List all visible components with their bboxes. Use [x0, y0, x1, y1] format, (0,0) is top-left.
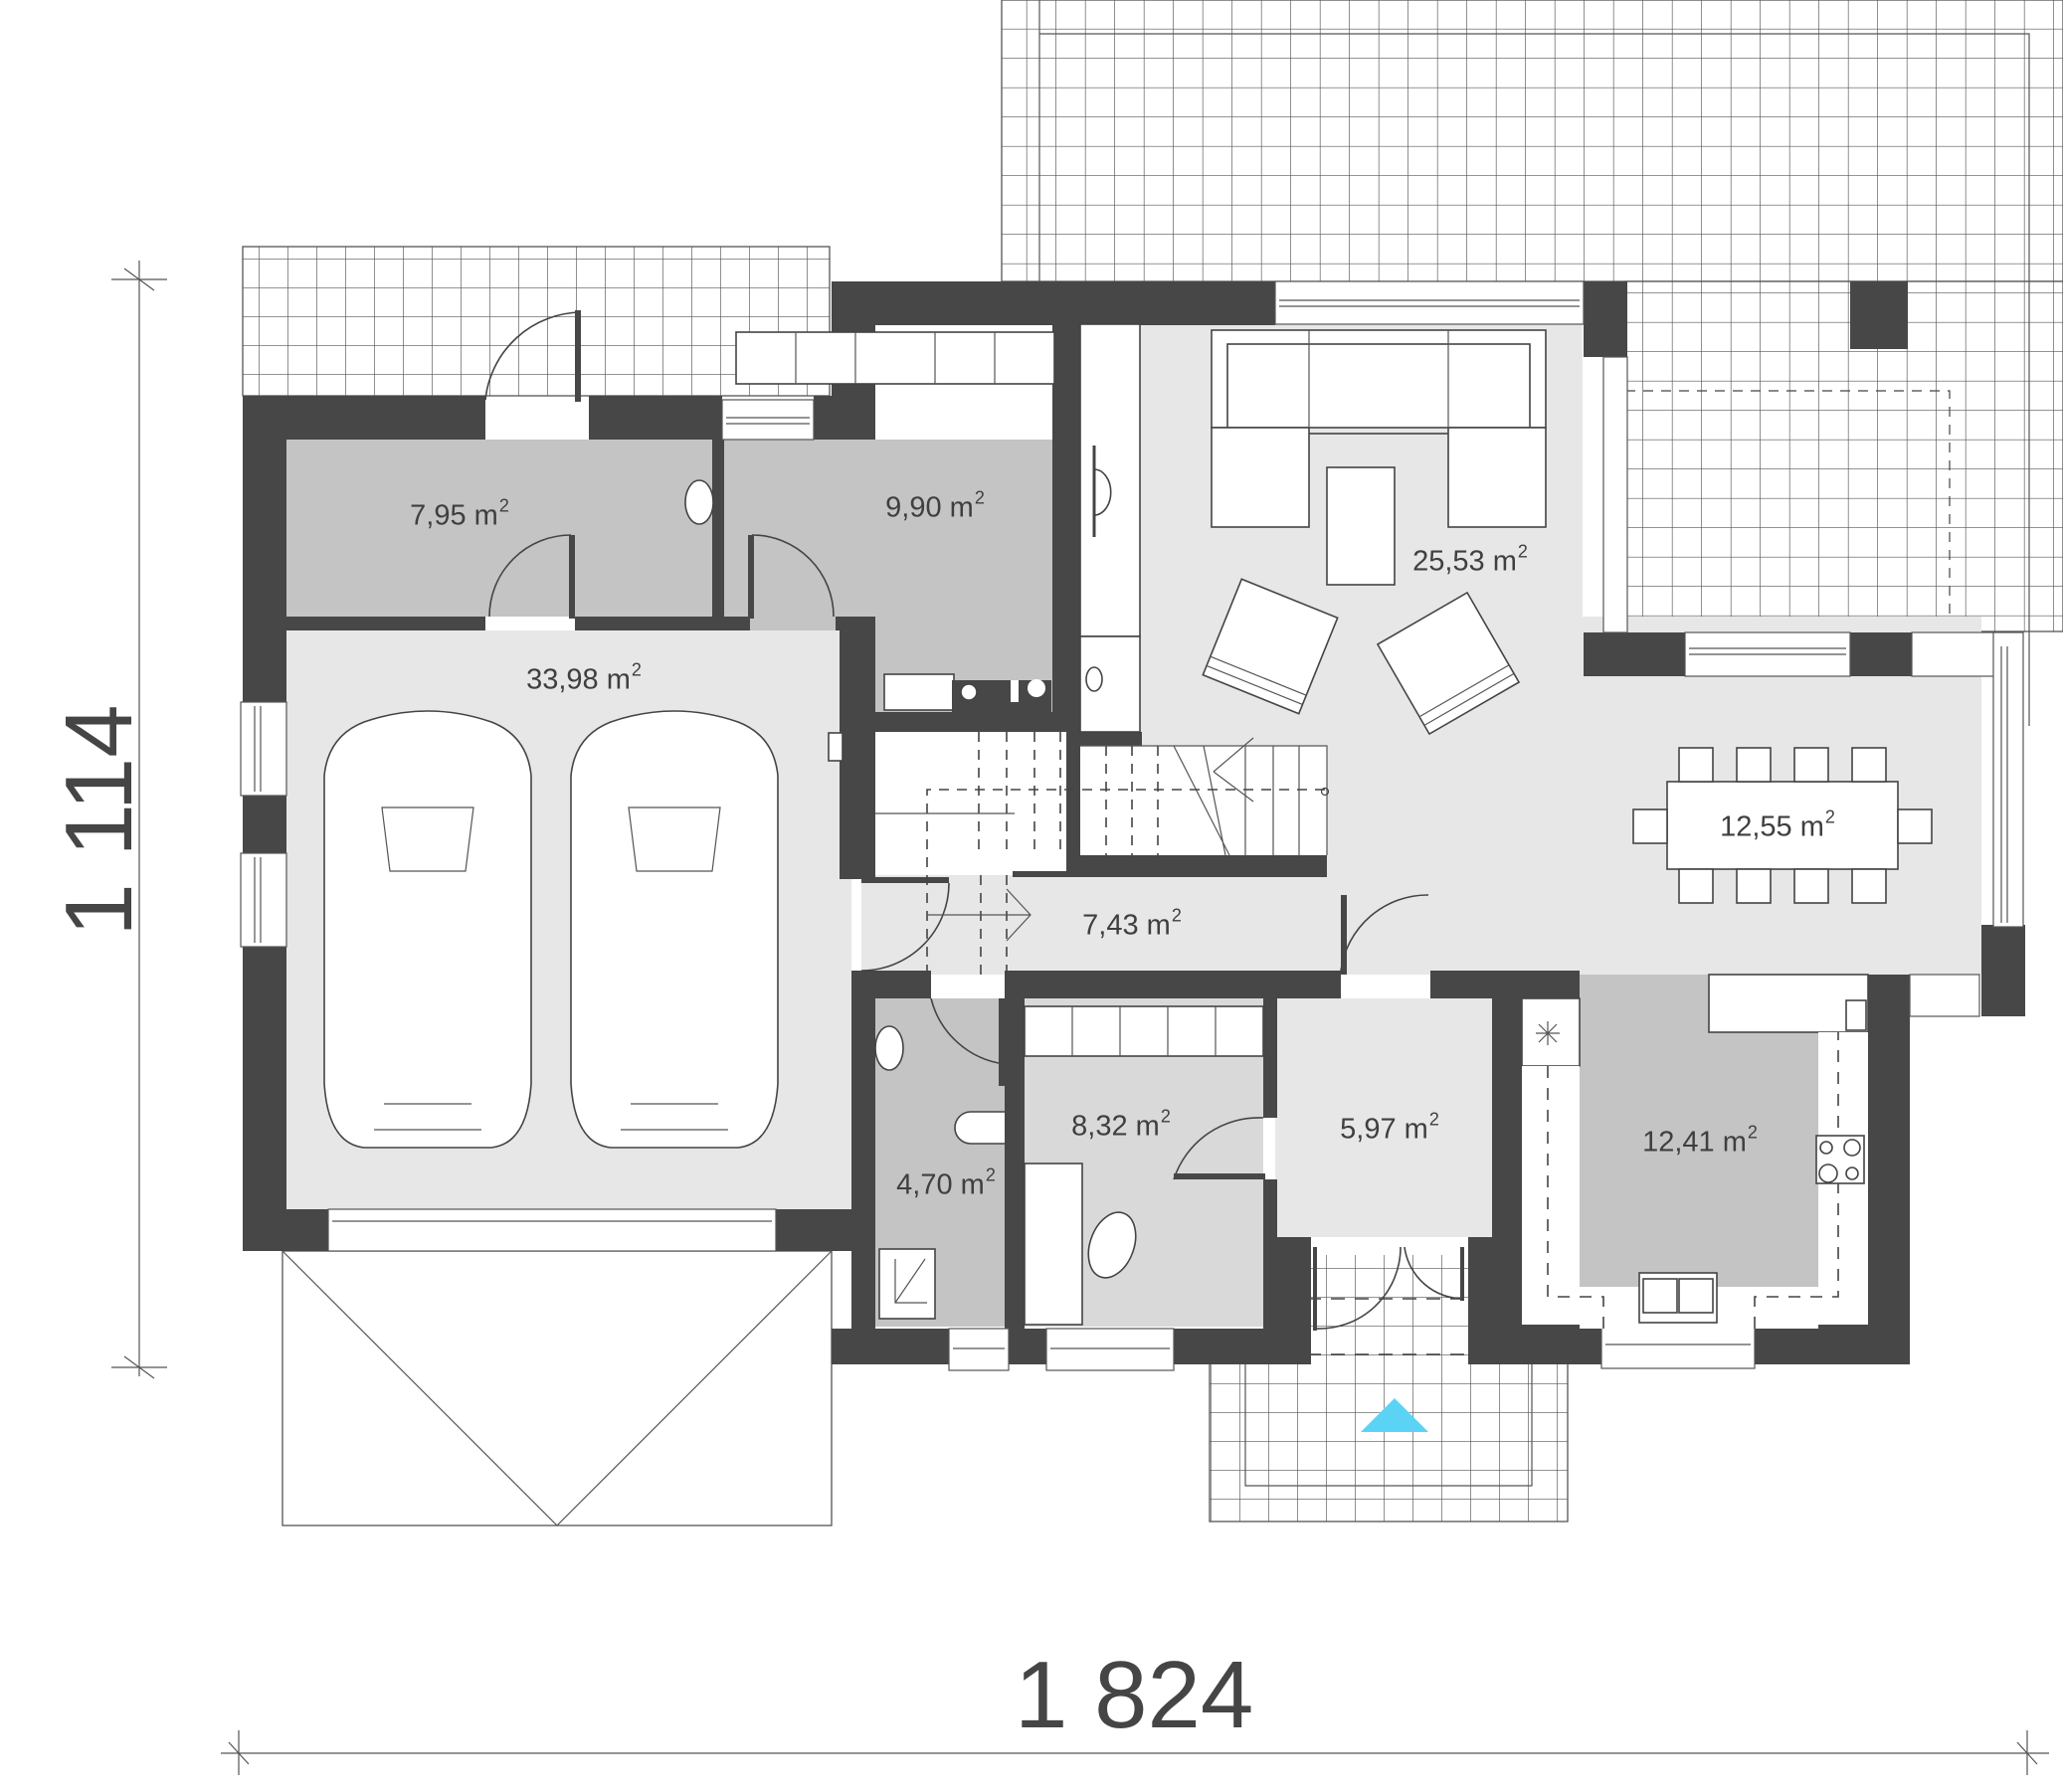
armchair-left [1202, 578, 1339, 715]
car-right [570, 710, 779, 1149]
entrance-terrace [1209, 1255, 1569, 1523]
utility-terrace [242, 246, 831, 397]
electrical-panels [828, 732, 1867, 1031]
utility-floor [286, 440, 712, 617]
room-label-garage: 33,98 m2 [526, 659, 642, 696]
width-dimension: 1 824 [1015, 1642, 1254, 1748]
room-label-living-room: 25,53 m2 [1412, 541, 1528, 578]
utility-sink [684, 479, 714, 525]
dining-table [1632, 747, 1933, 904]
room-label-kitchen: 12,41 m2 [1642, 1122, 1758, 1159]
room-label-boiler-room: 9,90 m2 [885, 487, 985, 524]
walls [243, 281, 2025, 1364]
tv-cabinet [1079, 323, 1141, 733]
entrance-arrow-icon [1361, 1398, 1428, 1432]
room-label-dining-room: 12,55 m2 [1720, 806, 1835, 843]
vestibule-floor [1275, 998, 1494, 1237]
staircase [875, 732, 1330, 975]
dimension-lines [111, 261, 2049, 1775]
room-label-utility: 7,95 m2 [410, 495, 509, 532]
hall-floor [861, 875, 1588, 975]
room-label-wc: 4,70 m2 [896, 1165, 996, 1201]
room-label-office: 8,32 m2 [1071, 1106, 1171, 1143]
armchair-right [1376, 591, 1521, 736]
office-furniture [1024, 1005, 1264, 1326]
wc-fixtures [874, 1025, 1005, 1320]
boiler-equipment [735, 331, 1055, 712]
room-label-hall: 7,43 m2 [1082, 905, 1182, 942]
height-dimension: 1 114 [46, 704, 152, 937]
car-left [323, 710, 532, 1149]
rear-terrace [1001, 0, 2063, 726]
driveway [281, 1250, 833, 1526]
kitchen-units [1521, 974, 1869, 1329]
corner-sofa [1211, 329, 1547, 586]
windows [240, 280, 2024, 1371]
doors [484, 310, 1465, 1331]
room-label-vestibule: 5,97 m2 [1340, 1109, 1439, 1146]
